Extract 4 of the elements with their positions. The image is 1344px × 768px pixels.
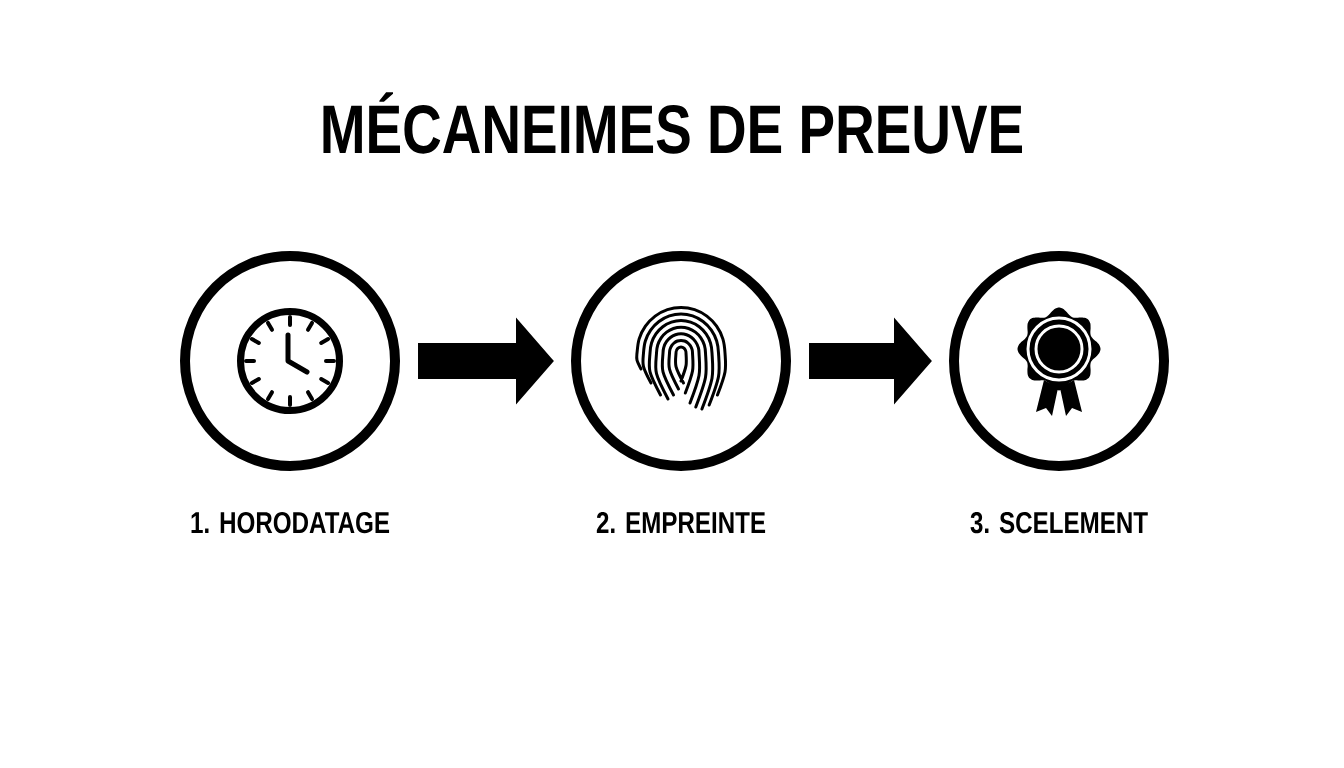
step-label: 3. SCELEMENT [970,511,1148,534]
title: MÉCANEIMES DE PREUVE [323,92,1022,154]
step-label: 2. EMPREINTE [596,511,766,533]
step-label: 1. HORODATAGE [191,511,390,534]
